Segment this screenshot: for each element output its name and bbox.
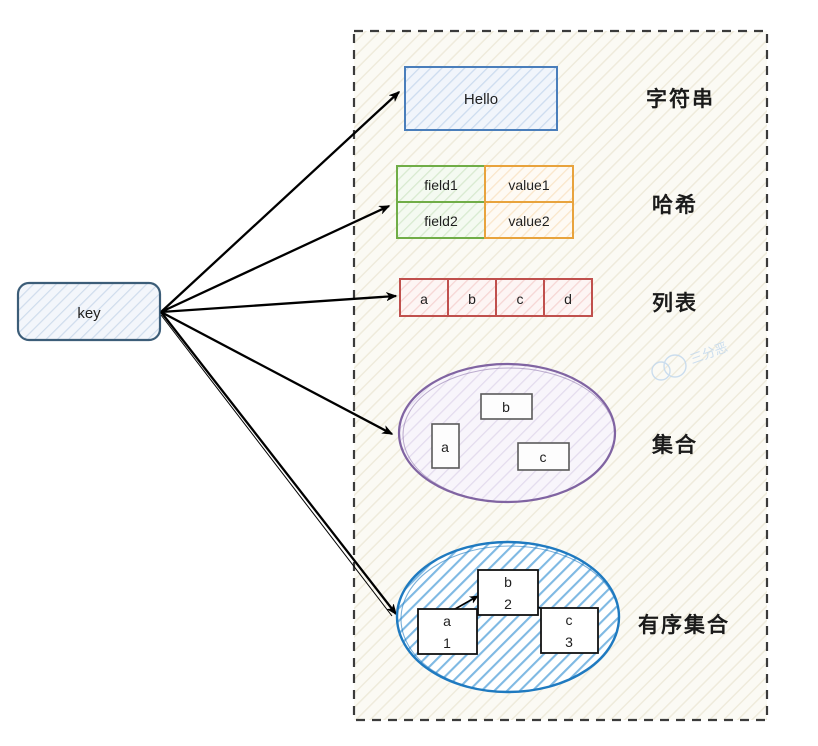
set-member-text-c: c xyxy=(540,449,547,465)
set-member-text-b: b xyxy=(502,399,510,415)
hash-field-cell-1[interactable] xyxy=(396,165,486,203)
zset-member-text-a: a xyxy=(443,613,451,629)
label-set: 集合 xyxy=(651,432,698,457)
zset-ellipse-sketch-stroke xyxy=(400,545,620,693)
watermark-bubble-icon-2 xyxy=(663,354,687,378)
arrow-key-to-set xyxy=(160,310,392,436)
list-cell-3[interactable] xyxy=(495,278,545,317)
list-cell-text-1: a xyxy=(420,291,428,307)
label-zset: 有序集合 xyxy=(638,612,730,637)
set-member-text-a: a xyxy=(441,439,449,455)
label-hash: 哈希 xyxy=(652,192,698,217)
hash-value-text-2: value2 xyxy=(508,213,549,229)
key-to-type-arrows xyxy=(160,92,399,617)
zset-member-score-c: 3 xyxy=(565,634,573,650)
watermark-bubble-icon xyxy=(651,361,671,381)
hash-field-cell-2[interactable] xyxy=(396,201,486,239)
zset-member-box-b[interactable] xyxy=(477,569,539,616)
hash-value-cell-2[interactable] xyxy=(484,201,574,239)
list-cell-4[interactable] xyxy=(543,278,593,317)
arrow-key-to-zset-shadow xyxy=(160,314,393,617)
label-list: 列表 xyxy=(652,290,698,315)
arrow-key-to-zset xyxy=(160,311,397,614)
type-string: Hello 字符串 xyxy=(404,66,715,131)
zset-member-box-a[interactable] xyxy=(417,608,478,655)
list-cell-2[interactable] xyxy=(447,278,497,317)
hash-field-text-2: field2 xyxy=(424,213,458,229)
key-node-box xyxy=(16,281,162,342)
zset-member-score-a: 1 xyxy=(443,635,451,651)
key-node[interactable]: key xyxy=(16,281,162,342)
arrow-key-to-list xyxy=(160,296,396,314)
list-cell-text-4: d xyxy=(564,291,572,307)
list-cell-text-3: c xyxy=(517,291,524,307)
label-string: 字符串 xyxy=(646,86,715,111)
zset-member-box-c[interactable] xyxy=(540,607,599,654)
set-member-box-c[interactable] xyxy=(517,442,570,471)
type-hash: field1 field2 value1 value2 哈希 xyxy=(396,165,698,239)
set-member-box-b[interactable] xyxy=(480,393,533,420)
hash-value-text-1: value1 xyxy=(508,177,549,193)
type-set: a b c 集合 xyxy=(397,362,698,504)
set-member-box-a[interactable] xyxy=(431,423,460,469)
set-ellipse-sketch-stroke xyxy=(402,367,616,503)
type-zset: a 1 b 2 c 3 有序集合 xyxy=(395,540,730,694)
zset-member-text-c: c xyxy=(566,612,573,628)
hash-field-text-1: field1 xyxy=(424,177,458,193)
arrow-key-to-hash xyxy=(160,204,389,314)
string-value-box[interactable] xyxy=(404,66,558,131)
key-node-label: key xyxy=(77,305,101,322)
arrow-key-to-string xyxy=(160,92,399,313)
list-cell-text-2: b xyxy=(468,291,476,307)
string-value-text: Hello xyxy=(464,91,498,108)
zset-member-text-b: b xyxy=(504,574,512,590)
zset-member-score-b: 2 xyxy=(504,596,512,612)
type-list: a b c d 列表 xyxy=(399,278,698,317)
